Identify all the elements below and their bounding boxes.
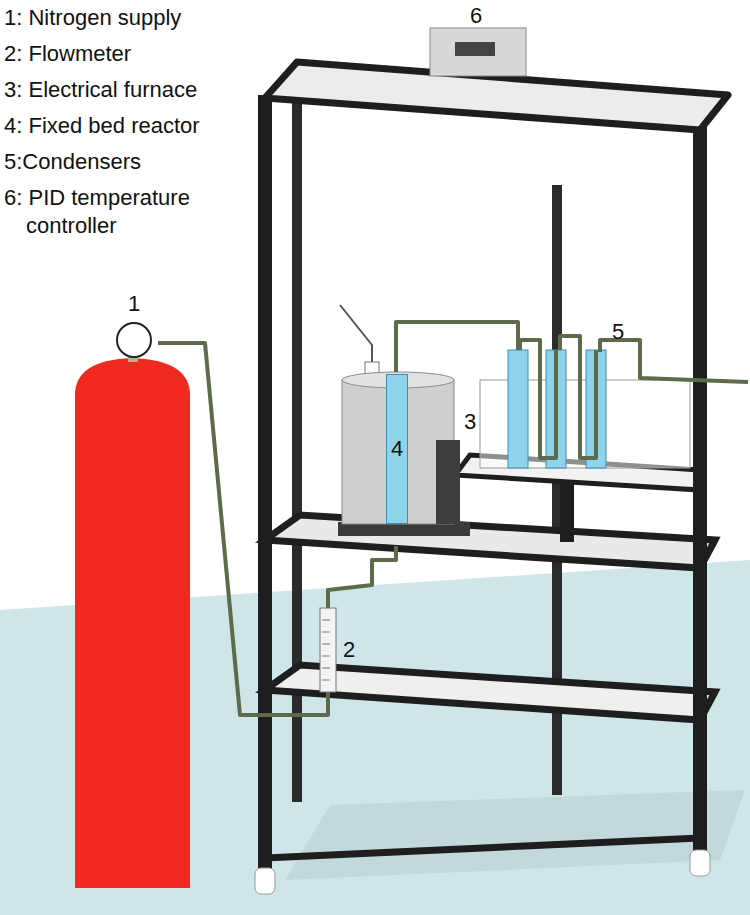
shelf-support [560, 482, 574, 542]
condenser-tube [508, 350, 528, 468]
rack-shadow [285, 790, 745, 880]
key-entry: 6: PID temperature controller [4, 184, 254, 239]
pid-controller [430, 28, 526, 76]
key-entry: 4: Fixed bed reactor [4, 112, 200, 140]
key-entry: 5:Condensers [4, 148, 141, 176]
callout-number: 3 [464, 408, 476, 436]
flowmeter-scale [322, 620, 330, 680]
pressure-gauge [117, 323, 151, 357]
wheel [690, 850, 710, 876]
reactor-tube: 4 [386, 374, 408, 524]
bottom-bar [265, 838, 700, 858]
callout-number: 1 [128, 290, 140, 318]
key-entry: 3: Electrical furnace [4, 76, 197, 104]
callout-number: 2 [343, 636, 355, 664]
pipe [560, 336, 596, 458]
callout-number: 4 [391, 436, 403, 462]
pipe [328, 546, 396, 608]
callout-number: 5 [612, 318, 624, 346]
pipe [600, 340, 748, 382]
flowmeter [320, 608, 336, 692]
middle-shelf [265, 515, 715, 568]
front-right-post [693, 127, 707, 852]
key-entry: 2: Flowmeter [4, 40, 131, 68]
pipe [396, 322, 518, 372]
wheel [255, 868, 275, 894]
controller-display [455, 42, 495, 56]
furnace-step [436, 440, 460, 524]
callout-number: 6 [470, 2, 482, 30]
nitrogen-cylinder [75, 358, 190, 888]
pipe [520, 340, 556, 458]
gas-pipes [158, 322, 748, 715]
front-left-post [258, 95, 272, 870]
key-entry: 1: Nitrogen supply [4, 4, 181, 32]
